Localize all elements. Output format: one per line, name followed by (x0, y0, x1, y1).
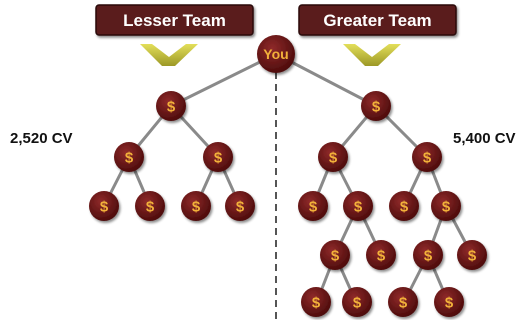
svg-text:$: $ (331, 248, 340, 265)
svg-text:$: $ (236, 199, 245, 216)
svg-text:$: $ (192, 199, 201, 216)
svg-text:$: $ (309, 199, 318, 216)
svg-text:$: $ (146, 199, 155, 216)
dollar-coin-icon: $ (389, 191, 419, 221)
svg-text:$: $ (424, 248, 433, 265)
svg-text:$: $ (423, 150, 432, 167)
dollar-coin-icon: $ (388, 287, 418, 317)
dollar-coin-icon: $ (431, 191, 461, 221)
dollar-coin-icon: $ (343, 191, 373, 221)
svg-text:$: $ (377, 248, 386, 265)
dollar-coin-icon: $ (298, 191, 328, 221)
dollar-coin-icon: $ (89, 191, 119, 221)
svg-text:$: $ (312, 295, 321, 312)
member-nodes: $ $ $ $ $ $ (89, 91, 487, 317)
dollar-coin-icon: $ (135, 191, 165, 221)
svg-text:$: $ (372, 99, 381, 116)
dollar-coin-icon: $ (181, 191, 211, 221)
root-node: You (257, 35, 295, 73)
dollar-coin-icon: $ (320, 240, 350, 270)
dollar-coin-icon: $ (434, 287, 464, 317)
svg-text:$: $ (125, 150, 134, 167)
dollar-coin-icon: $ (156, 91, 186, 121)
svg-text:$: $ (167, 99, 176, 116)
greater-team-label: Greater Team (323, 11, 431, 30)
dollar-coin-icon: $ (203, 142, 233, 172)
tree-connectors (102, 52, 474, 306)
svg-text:$: $ (442, 199, 451, 216)
dollar-coin-icon: $ (366, 240, 396, 270)
greater-team-volume: 5,400 CV (453, 130, 516, 147)
svg-text:$: $ (445, 295, 454, 312)
chevron-down-icon (343, 44, 401, 66)
dollar-coin-icon: $ (342, 287, 372, 317)
dollar-coin-icon: $ (114, 142, 144, 172)
greater-team-banner: Greater Team (298, 4, 457, 36)
svg-text:$: $ (329, 150, 338, 167)
svg-text:$: $ (468, 248, 477, 265)
svg-text:$: $ (353, 295, 362, 312)
connector (169, 52, 278, 108)
dollar-coin-icon: $ (412, 142, 442, 172)
root-node-label: You (263, 46, 288, 62)
svg-text:$: $ (100, 199, 109, 216)
dollar-coin-icon: $ (318, 142, 348, 172)
dollar-coin-icon: $ (457, 240, 487, 270)
svg-text:$: $ (399, 295, 408, 312)
svg-text:$: $ (354, 199, 363, 216)
dollar-coin-icon: $ (225, 191, 255, 221)
svg-text:$: $ (400, 199, 409, 216)
lesser-team-label: Lesser Team (123, 11, 226, 30)
lesser-team-banner: Lesser Team (95, 4, 254, 36)
dollar-coin-icon: $ (361, 91, 391, 121)
dollar-coin-icon: $ (301, 287, 331, 317)
chevron-down-icon (140, 44, 198, 66)
lesser-team-volume: 2,520 CV (10, 130, 73, 147)
svg-text:$: $ (214, 150, 223, 167)
dollar-coin-icon: $ (413, 240, 443, 270)
